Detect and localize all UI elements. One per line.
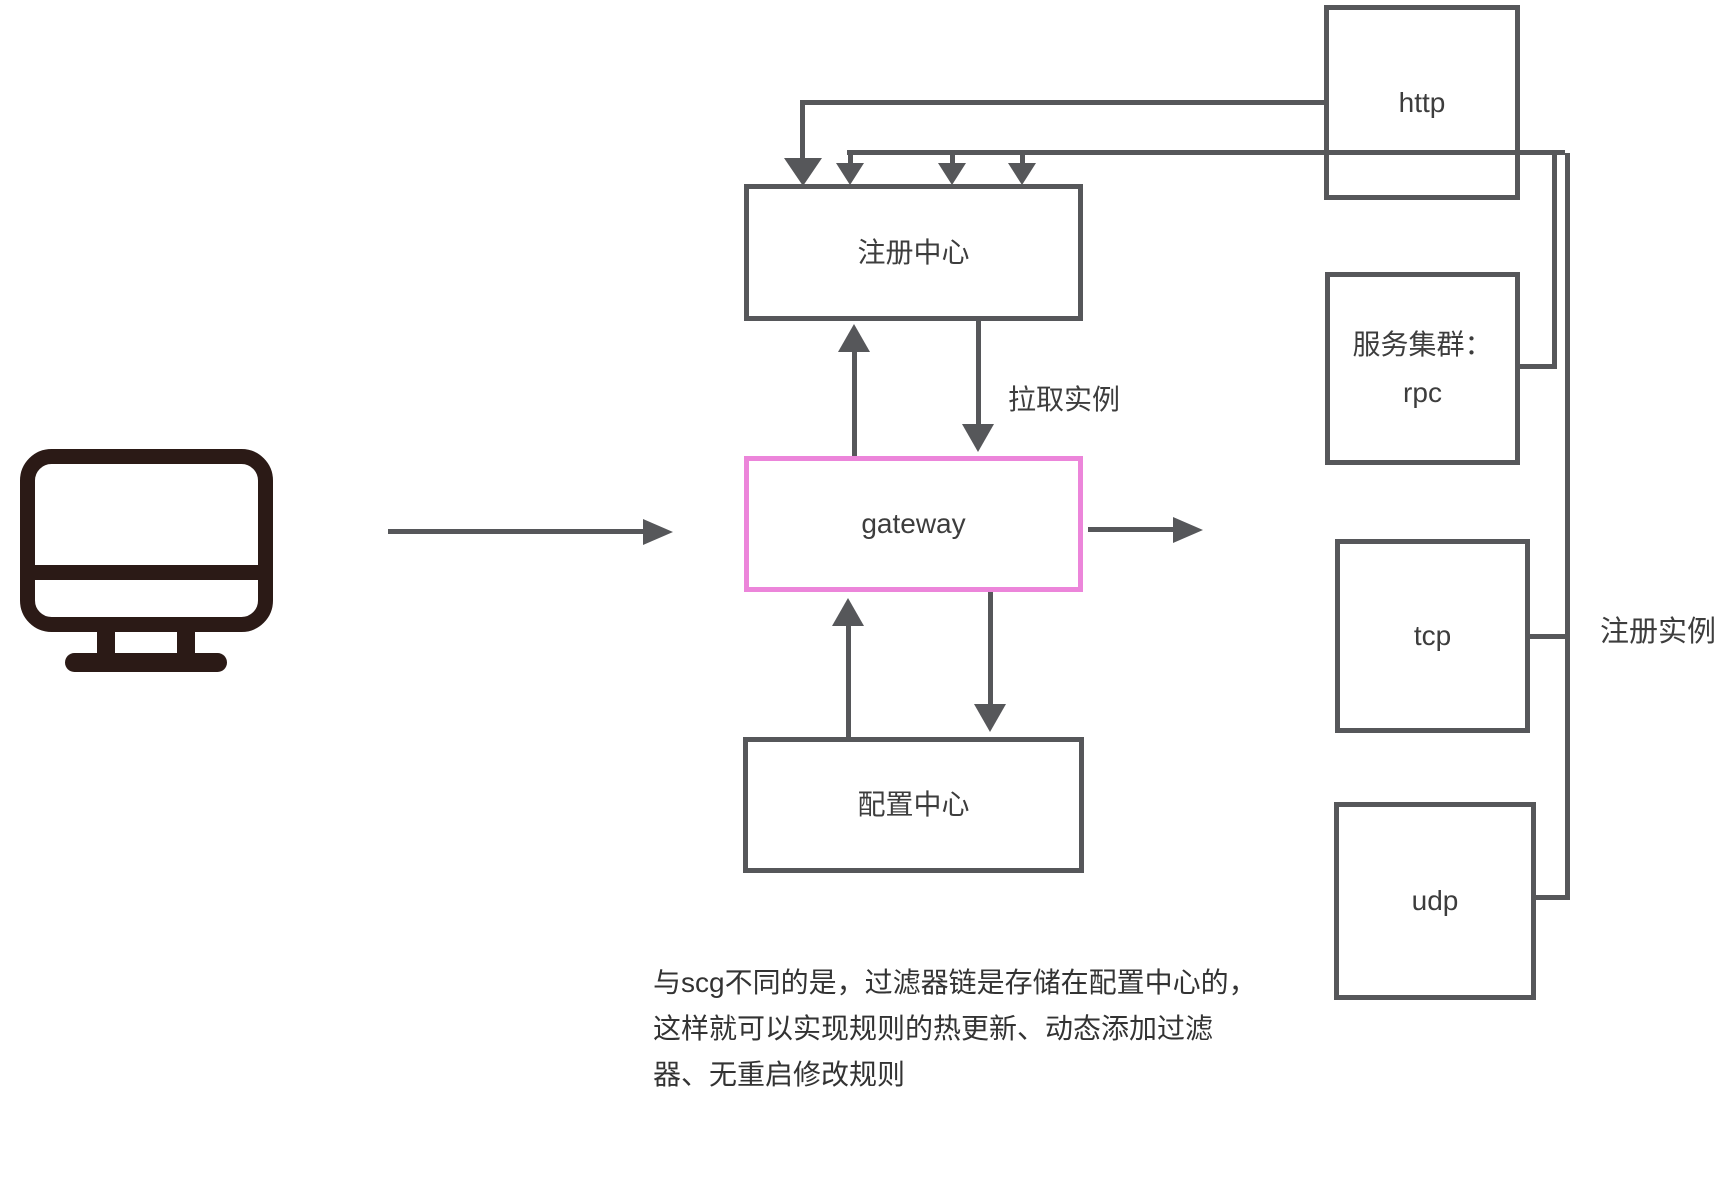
client-to-gateway-arrowhead-icon — [643, 519, 673, 545]
registry-to-gateway-arrowhead-icon — [962, 424, 994, 452]
registry-to-gateway-line — [975, 321, 981, 424]
tcp-service-label: tcp — [1413, 620, 1452, 651]
register-bus-line — [847, 150, 1565, 155]
gateway-to-config-line — [987, 592, 993, 704]
service-cluster-label: 服务集群： — [1352, 328, 1493, 360]
gateway-label: gateway — [861, 508, 966, 539]
client-to-gateway-line — [388, 529, 643, 534]
gateway-out-arrowhead-icon — [1173, 517, 1203, 543]
pull-instances-label: 拉取实例 — [1008, 384, 1121, 415]
register-arrowhead-2-icon — [938, 163, 966, 185]
computer-monitor-icon — [20, 449, 273, 672]
note-line-3: 器、无重启修改规则 — [653, 1059, 906, 1090]
register-arrow-stem-3 — [1019, 153, 1025, 163]
note-line-1: 与scg不同的是，过滤器链是存储在配置中心的， — [653, 967, 1257, 998]
gateway-to-config-arrowhead-icon — [974, 704, 1006, 732]
http-service-box: http — [1324, 5, 1520, 200]
tcp-service-box: tcp — [1335, 539, 1530, 733]
config-center-label: 配置中心 — [857, 789, 970, 820]
gateway-to-registry-line — [851, 352, 857, 456]
register-arrowhead-3-icon — [1008, 163, 1036, 185]
service-cluster-rpc-box: 服务集群： rpc — [1325, 272, 1520, 465]
udp-service-label: udp — [1411, 885, 1459, 916]
http-service-label: http — [1398, 86, 1446, 118]
registry-center-label: 注册中心 — [857, 236, 970, 268]
http-to-registry-arrowhead-icon — [784, 158, 822, 186]
tcp-stub-line — [1527, 634, 1570, 639]
rpc-service-label: rpc — [1403, 376, 1442, 408]
config-to-gateway-arrowhead-icon — [832, 598, 864, 626]
registry-center-box: 注册中心 — [744, 184, 1083, 321]
register-instances-label: 注册实例 — [1600, 616, 1717, 648]
udp-stub-line — [1533, 895, 1570, 900]
register-arrowhead-1-icon — [836, 163, 864, 185]
http-to-registry-drop-line — [800, 100, 805, 158]
note-line-2: 这样就可以实现规则的热更新、动态添加过滤 — [653, 1013, 1214, 1044]
note-text: 与scg不同的是，过滤器链是存储在配置中心的， 这样就可以实现规则的热更新、动态… — [653, 960, 1257, 1098]
gateway-out-line — [1088, 527, 1173, 532]
tcp-udp-trunk-line — [1565, 153, 1570, 900]
config-to-gateway-line — [845, 626, 851, 737]
gateway-to-registry-arrowhead-icon — [838, 324, 870, 352]
gateway-box: gateway — [744, 456, 1083, 592]
http-to-registry-line — [800, 100, 1324, 105]
register-arrow-stem-2 — [949, 153, 955, 163]
register-arrow-stem-1 — [847, 153, 853, 163]
rpc-stub-line — [1517, 364, 1557, 369]
udp-service-box: udp — [1334, 802, 1536, 1000]
config-center-box: 配置中心 — [743, 737, 1084, 873]
rpc-trunk-line — [1552, 153, 1557, 369]
